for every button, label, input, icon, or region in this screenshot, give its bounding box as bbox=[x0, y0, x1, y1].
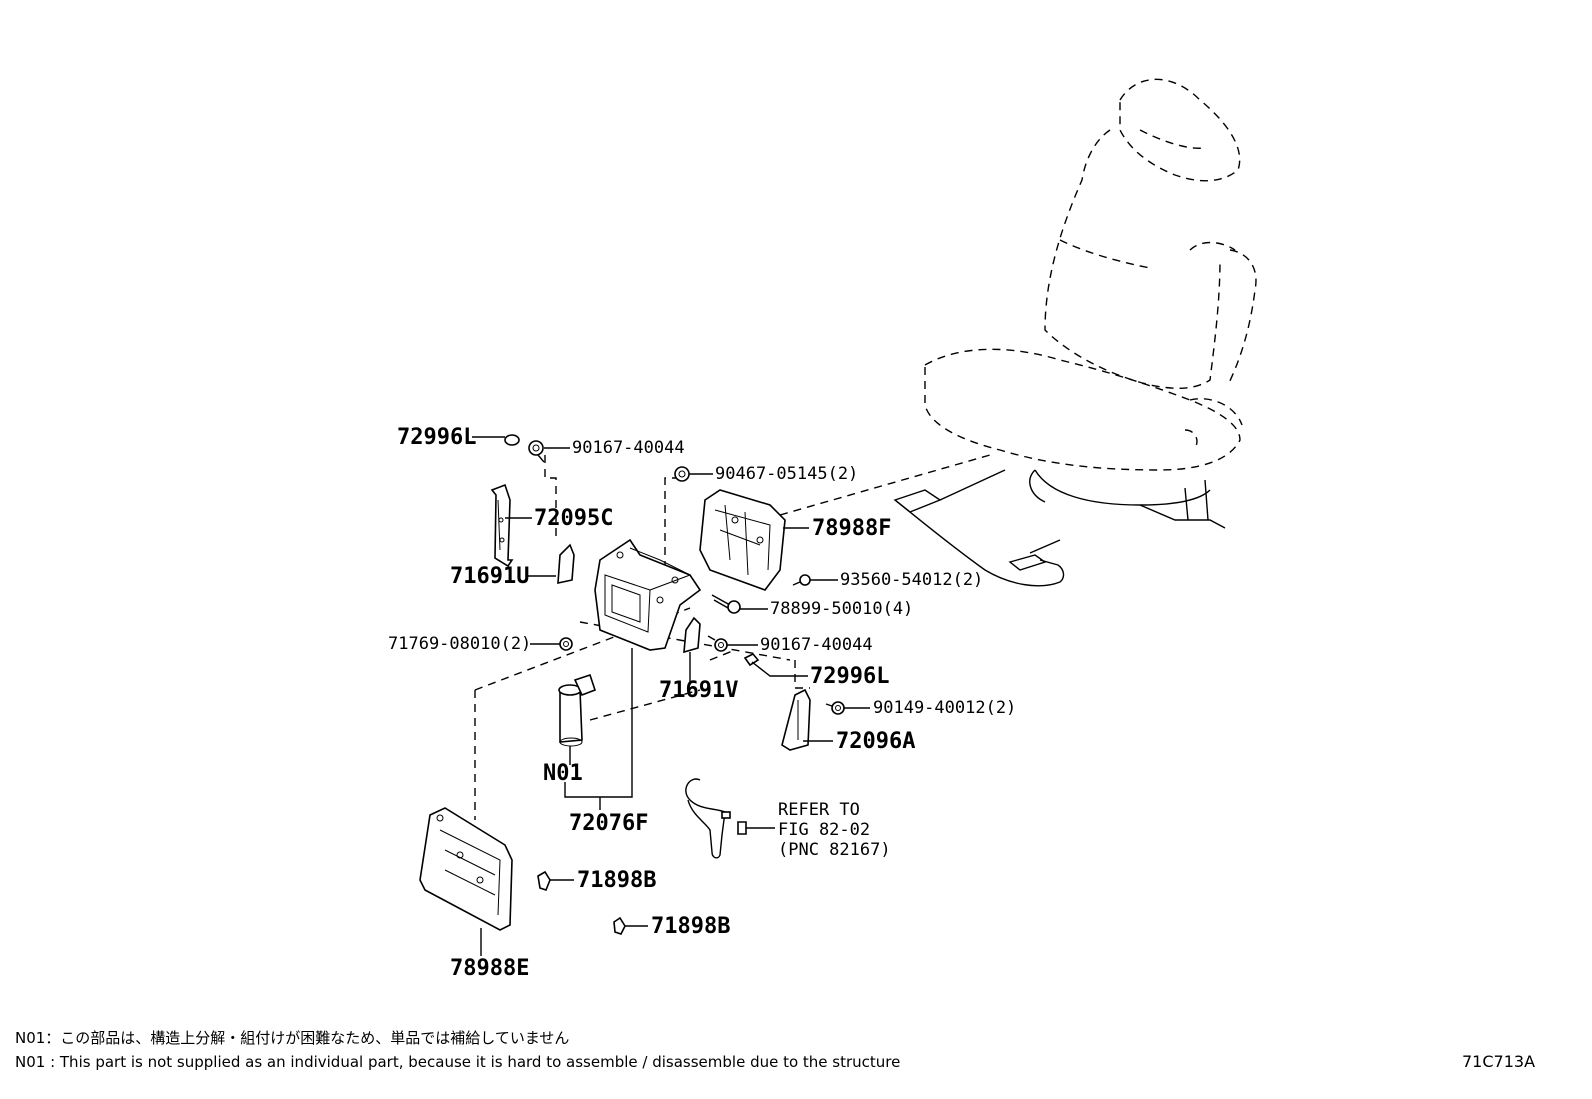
part-labels: 72996L 90167-40044 90467-05145(2) 72095C… bbox=[388, 425, 1016, 981]
label-72096A: 72096A bbox=[836, 729, 915, 754]
bolt-90167-mid bbox=[707, 635, 728, 652]
label-78988E: 78988E bbox=[450, 956, 529, 981]
note-japanese: N01：この部品は、構造上分解・組付けが困難なため、単品では補給していません bbox=[15, 1029, 569, 1047]
refer-line-1: REFER TO bbox=[778, 800, 860, 820]
label-71691U: 71691U bbox=[450, 564, 529, 589]
screw-78899 bbox=[711, 594, 741, 614]
label-93560: 93560-54012(2) bbox=[840, 570, 983, 590]
clip-90467 bbox=[674, 466, 690, 482]
refer-line-3: (PNC 82167) bbox=[778, 840, 891, 860]
cover-78988E bbox=[419, 807, 513, 931]
leader-lines bbox=[472, 436, 870, 956]
label-78988F: 78988F bbox=[812, 516, 891, 541]
label-72095C: 72095C bbox=[534, 506, 613, 531]
screw-93560 bbox=[792, 574, 811, 586]
illustration-id: 71C713A bbox=[1462, 1052, 1535, 1071]
cover-71691V bbox=[683, 616, 701, 654]
label-72996L-mid: 72996L bbox=[810, 664, 889, 689]
label-90167-mid: 90167-40044 bbox=[760, 635, 873, 655]
note-english: N01 : This part is not supplied as an in… bbox=[15, 1053, 900, 1071]
label-71898B-b: 71898B bbox=[651, 914, 730, 939]
clip-72996L-top bbox=[504, 434, 520, 446]
label-71898B-a: 71898B bbox=[577, 868, 656, 893]
label-90467: 90467-05145(2) bbox=[715, 464, 858, 484]
label-78899: 78899-50010(4) bbox=[770, 599, 913, 619]
bracket-72096A bbox=[781, 688, 811, 751]
refer-line-2: FIG 82-02 bbox=[778, 820, 870, 840]
bolt-90149 bbox=[825, 701, 845, 715]
refer-block: REFER TO FIG 82-02 (PNC 82167) bbox=[778, 800, 891, 860]
label-90167-top: 90167-40044 bbox=[572, 438, 685, 458]
label-90149: 90149-40012(2) bbox=[873, 698, 1016, 718]
wire-harness bbox=[685, 778, 747, 859]
actuator-N01 bbox=[558, 673, 597, 747]
label-72996L-top: 72996L bbox=[397, 425, 476, 450]
clip-72996L-mid bbox=[743, 653, 760, 667]
bolt-71769 bbox=[559, 637, 573, 651]
label-N01: N01 bbox=[543, 761, 583, 786]
label-71769: 71769-08010(2) bbox=[388, 634, 531, 654]
seat-frame bbox=[893, 469, 1226, 587]
bracket-72095C bbox=[490, 483, 514, 568]
frame-72076F bbox=[594, 538, 702, 651]
label-72076F: 72076F bbox=[569, 811, 648, 836]
seat-outline bbox=[924, 78, 1257, 471]
clip-71898B-a bbox=[537, 870, 551, 891]
cover-78988F bbox=[699, 489, 786, 591]
label-71691V: 71691V bbox=[659, 678, 738, 703]
cover-71691U bbox=[557, 543, 575, 585]
clip-71898B-b bbox=[613, 916, 626, 935]
bolt-90167-top bbox=[528, 440, 545, 463]
